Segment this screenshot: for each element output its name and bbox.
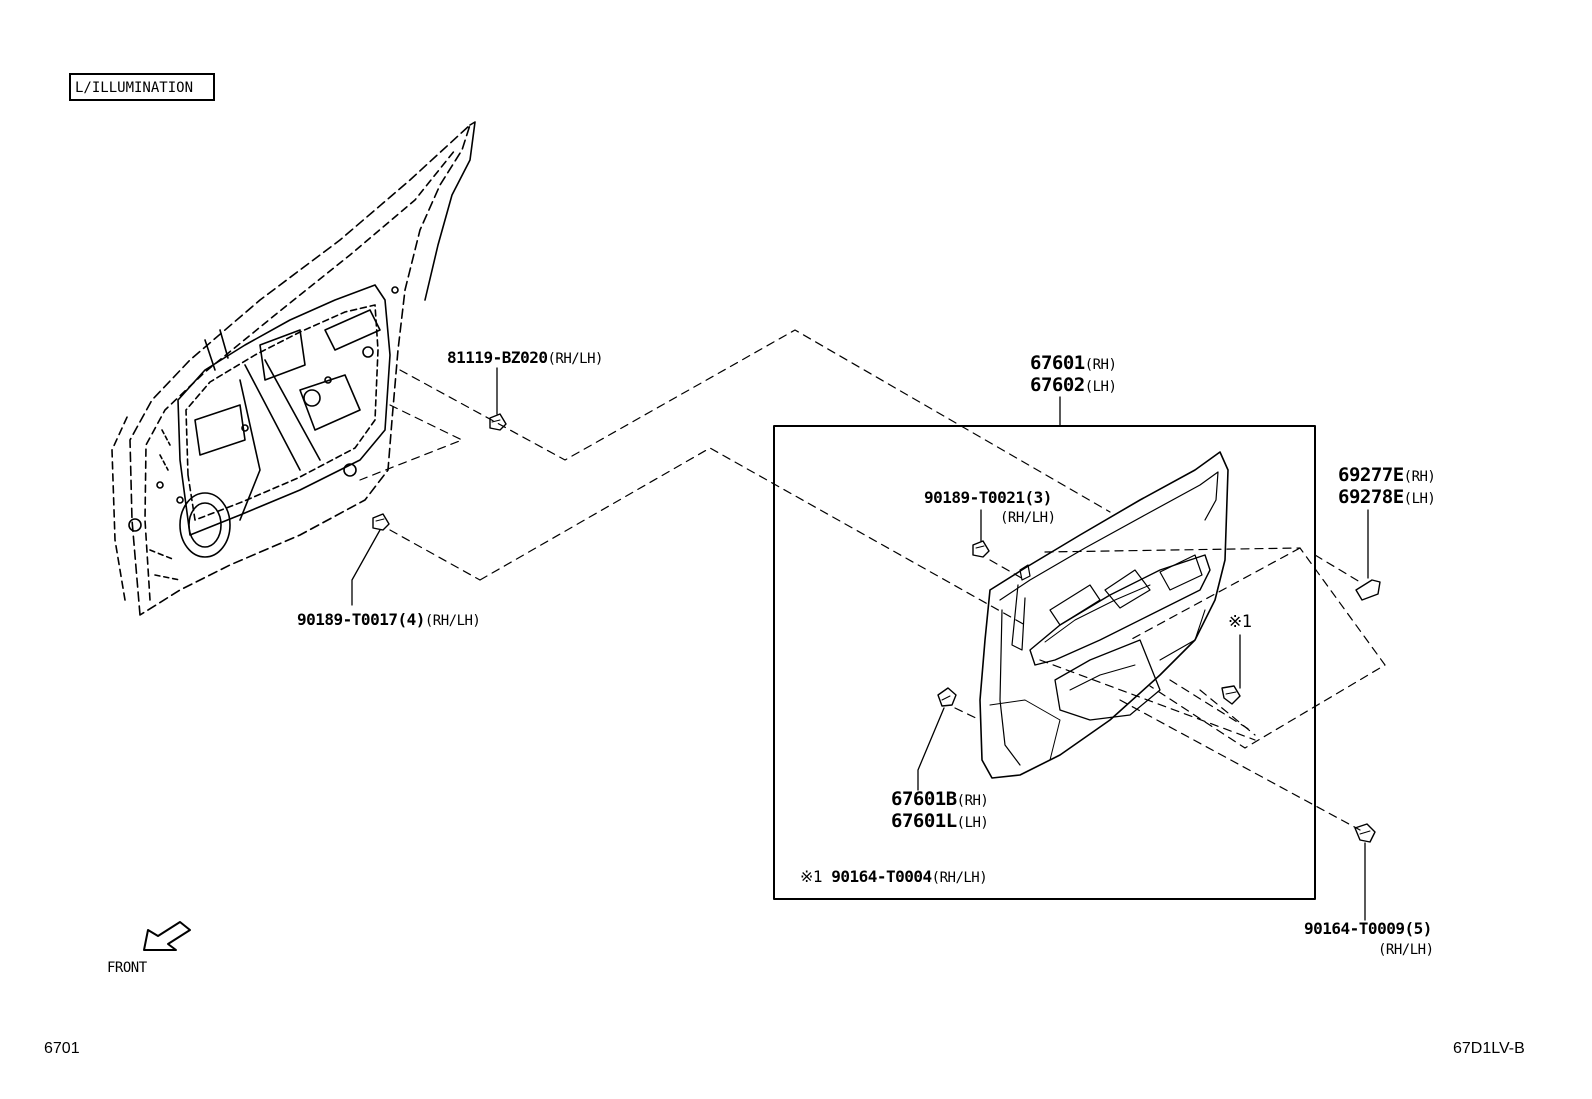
part-note: (LH) bbox=[1084, 379, 1117, 395]
assembly-lines bbox=[359, 329, 1386, 831]
page-number: 6701 bbox=[44, 1040, 80, 1057]
label-90164-t0009: 90164-T0009(5) bbox=[1304, 921, 1432, 937]
part-number: 67602 bbox=[1030, 374, 1085, 396]
label-67601b: 67601B(RH) bbox=[891, 788, 989, 810]
label-67601: 67601(RH) bbox=[1030, 352, 1117, 374]
front-arrow-icon bbox=[143, 921, 191, 951]
part-number: 90164-T0004 bbox=[831, 867, 932, 886]
variant-label: L/ILLUMINATION bbox=[75, 80, 194, 96]
part-note: (RH) bbox=[1084, 357, 1117, 373]
part-number: 81119-BZ020 bbox=[447, 348, 548, 367]
part-number: 67601B bbox=[891, 788, 957, 810]
label-67602: 67602(LH) bbox=[1030, 374, 1117, 396]
part-note: (RH/LH) bbox=[424, 613, 481, 629]
clip-81119 bbox=[489, 413, 507, 431]
part-number: 69278E bbox=[1338, 486, 1404, 508]
screw-90164-t0004 bbox=[1221, 685, 1241, 705]
part-note: (RH/LH) bbox=[1378, 942, 1434, 958]
label-81119: 81119-BZ020(RH/LH) bbox=[447, 348, 603, 367]
label-90164-t0004: ※1 90164-T0004(RH/LH) bbox=[800, 867, 988, 886]
ref1-marker: ※1 bbox=[1228, 612, 1252, 632]
clip-67601b bbox=[937, 687, 957, 707]
part-number: 67601L bbox=[891, 810, 957, 832]
clip-90189-t0021 bbox=[972, 540, 990, 558]
door-inner-panel bbox=[111, 121, 476, 616]
label-69277e: 69277E(RH) bbox=[1338, 464, 1436, 486]
label-90164-t0009-note: (RH/LH) bbox=[1378, 943, 1434, 957]
part-number: 90189-T0017(4) bbox=[297, 610, 425, 629]
part-number: 69277E bbox=[1338, 464, 1404, 486]
label-90189-t0021-note: (RH/LH) bbox=[1000, 511, 1056, 525]
part-69277e bbox=[1355, 579, 1381, 601]
label-90189-t0021: 90189-T0021(3) bbox=[924, 490, 1052, 506]
part-note: (RH) bbox=[956, 793, 989, 809]
part-number: 90164-T0009(5) bbox=[1304, 919, 1432, 938]
variant-label-box: L/ILLUMINATION bbox=[69, 73, 215, 101]
part-note: (RH/LH) bbox=[1000, 510, 1056, 526]
part-note: (LH) bbox=[1403, 491, 1436, 507]
label-69278e: 69278E(LH) bbox=[1338, 486, 1436, 508]
clip-90189-t0017 bbox=[372, 513, 390, 531]
part-note: (RH) bbox=[1403, 469, 1436, 485]
leader-lines bbox=[351, 367, 1369, 921]
part-number: 67601 bbox=[1030, 352, 1085, 374]
ref-prefix: ※1 bbox=[800, 867, 823, 886]
label-90189-t0017: 90189-T0017(4)(RH/LH) bbox=[297, 610, 481, 629]
front-label: FRONT bbox=[107, 960, 147, 976]
label-67601l: 67601L(LH) bbox=[891, 810, 989, 832]
part-note: (RH/LH) bbox=[547, 351, 603, 367]
assembly-box bbox=[773, 425, 1316, 900]
diagram-code: 67D1LV-B bbox=[1453, 1040, 1525, 1057]
part-note: (RH/LH) bbox=[931, 870, 988, 886]
screw-90164-t0009 bbox=[1354, 823, 1376, 843]
door-trim-panel bbox=[979, 451, 1229, 779]
part-number: 90189-T0021(3) bbox=[924, 488, 1052, 507]
part-note: (LH) bbox=[956, 815, 989, 831]
